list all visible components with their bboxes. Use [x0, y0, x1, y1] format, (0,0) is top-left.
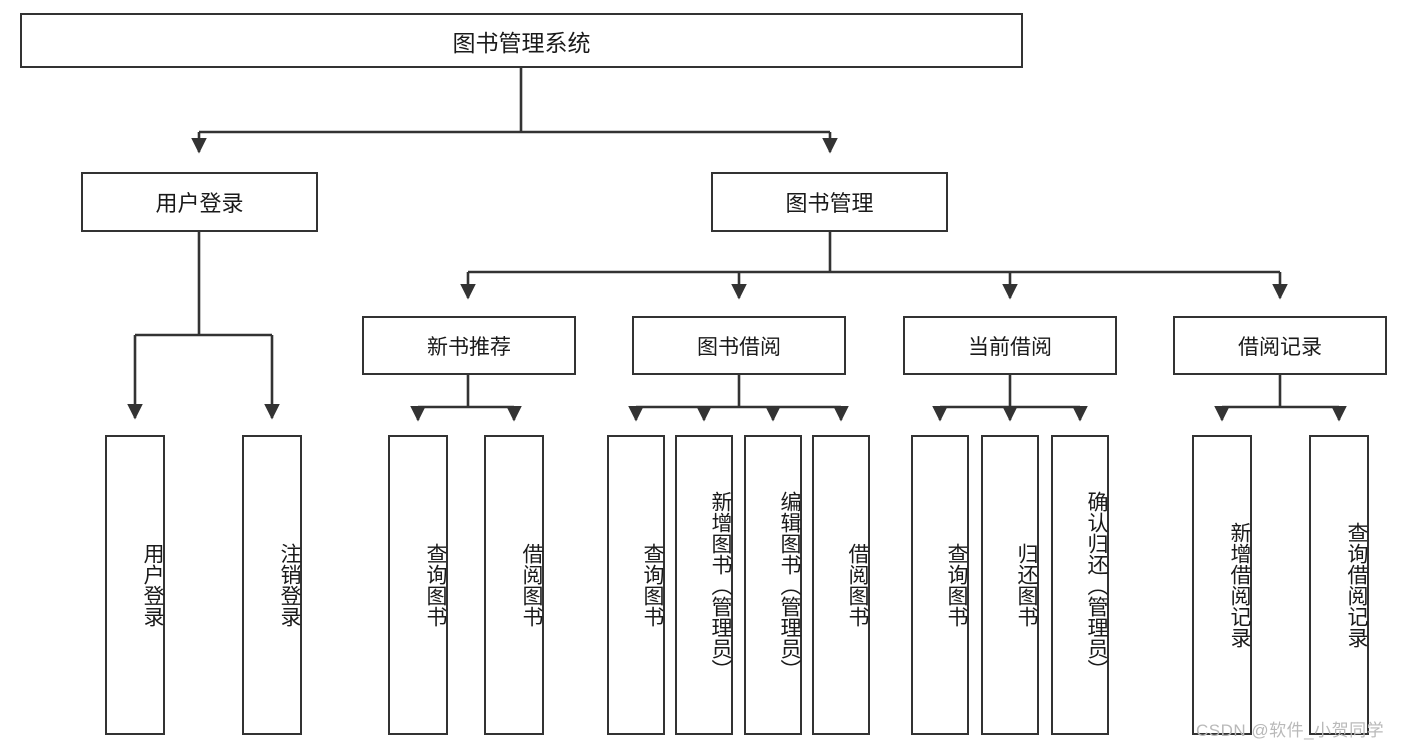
node-leaf-query-book-1-label: 查询图书 [424, 543, 447, 627]
node-leaf-query-book-2[interactable]: 查询图书 [607, 435, 665, 735]
node-leaf-borrow-book-2-label: 借阅图书 [846, 543, 869, 627]
node-new-book-rec-label: 新书推荐 [427, 335, 511, 359]
node-leaf-confirm-return-admin-label: 确认归还（管理员） [1085, 490, 1108, 680]
node-leaf-user-login[interactable]: 用户登录 [105, 435, 165, 735]
node-new-book-rec[interactable]: 新书推荐 [362, 316, 576, 375]
node-book-borrow[interactable]: 图书借阅 [632, 316, 846, 375]
node-leaf-borrow-book-2[interactable]: 借阅图书 [812, 435, 870, 735]
node-leaf-add-book-admin-label: 新增图书（管理员） [709, 490, 732, 680]
node-leaf-add-borrow-record-label: 新增借阅记录 [1228, 522, 1251, 648]
node-user-login[interactable]: 用户登录 [81, 172, 318, 232]
csdn-watermark: CSDN @软件_小贺同学 [1196, 721, 1385, 740]
node-leaf-query-borrow-record-label: 查询借阅记录 [1345, 522, 1368, 648]
node-leaf-add-borrow-record[interactable]: 新增借阅记录 [1192, 435, 1252, 735]
node-leaf-confirm-return-admin[interactable]: 确认归还（管理员） [1051, 435, 1109, 735]
node-leaf-borrow-book-1-label: 借阅图书 [520, 543, 543, 627]
node-leaf-return-book[interactable]: 归还图书 [981, 435, 1039, 735]
node-leaf-query-borrow-record[interactable]: 查询借阅记录 [1309, 435, 1369, 735]
node-leaf-query-book-3-label: 查询图书 [945, 543, 968, 627]
node-leaf-query-book-3[interactable]: 查询图书 [911, 435, 969, 735]
node-current-borrow-label: 当前借阅 [968, 335, 1052, 359]
node-leaf-return-book-label: 归还图书 [1015, 543, 1038, 627]
node-leaf-user-login-label: 用户登录 [141, 543, 164, 627]
node-borrow-record-label: 借阅记录 [1238, 335, 1322, 359]
node-leaf-borrow-book-1[interactable]: 借阅图书 [484, 435, 544, 735]
node-book-manage[interactable]: 图书管理 [711, 172, 948, 232]
node-current-borrow[interactable]: 当前借阅 [903, 316, 1117, 375]
node-leaf-logout-login-label: 注销登录 [278, 543, 301, 627]
node-leaf-add-book-admin[interactable]: 新增图书（管理员） [675, 435, 733, 735]
node-user-login-label: 用户登录 [155, 191, 244, 216]
node-leaf-query-book-2-label: 查询图书 [641, 543, 664, 627]
node-root-label: 图书管理系统 [452, 29, 591, 56]
node-borrow-record[interactable]: 借阅记录 [1173, 316, 1387, 375]
node-leaf-edit-book-admin-label: 编辑图书（管理员） [778, 490, 801, 680]
node-root[interactable]: 图书管理系统 [20, 13, 1023, 68]
node-book-manage-label: 图书管理 [785, 191, 874, 216]
node-leaf-edit-book-admin[interactable]: 编辑图书（管理员） [744, 435, 802, 735]
node-leaf-logout-login[interactable]: 注销登录 [242, 435, 302, 735]
node-book-borrow-label: 图书借阅 [697, 335, 781, 359]
node-leaf-query-book-1[interactable]: 查询图书 [388, 435, 448, 735]
